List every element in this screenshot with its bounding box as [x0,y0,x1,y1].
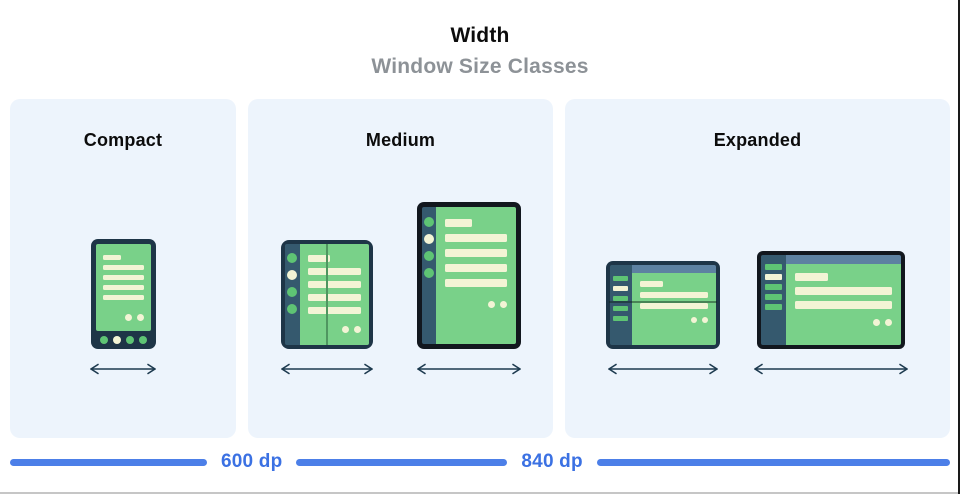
panel-expanded: Expanded [565,99,950,438]
device-column [751,251,911,376]
panel-expanded-devices [565,251,950,376]
nav-rail [284,244,300,345]
content-dots [445,301,507,308]
content-bar [444,279,507,287]
content-dots [795,319,892,326]
desktop-display-device-icon [756,251,905,349]
device-column [414,202,524,376]
nav-rail [760,255,786,345]
breakpoint-840dp-label: 840 dp [521,451,583,472]
page-subtitle: Window Size Classes [371,55,589,78]
content-bar [444,264,507,272]
panel-medium: Medium [248,99,553,438]
content-bar [307,281,361,288]
content-bar [444,249,507,257]
app-top-bar [785,255,901,264]
content-bar [307,255,330,262]
device-screen [299,244,369,345]
ruler-segment [596,458,950,466]
content-bar [102,265,144,270]
screen-content [631,273,716,345]
content-bar [794,287,892,295]
phone-device-icon [90,239,156,349]
content-dots [103,314,144,321]
content-bar [639,292,708,298]
ruler-segment [10,458,207,466]
panel-compact-label: Compact [83,130,163,150]
content-bar [102,255,121,260]
panel-compact-devices [10,239,236,376]
diagram-header: Width Window Size Classes [0,0,960,79]
tablet-landscape-foldable-device-icon [605,261,720,349]
fold-line [325,244,328,345]
app-top-bar [631,265,716,273]
nav-rail [609,265,632,345]
panel-compact: Compact [10,99,236,438]
width-arrow-icon [753,363,908,375]
device-column [278,240,376,376]
content-bar [307,307,361,314]
device-screen [435,207,516,344]
phone-nav-bar [96,331,151,349]
breakpoint-ruler: 600 dp 840 dp [10,451,950,473]
width-arrow-icon [280,363,373,375]
phone-screen [95,244,151,331]
content-bar [102,285,144,290]
content-bar [102,275,144,280]
content-bar [307,268,361,275]
content-bar [639,303,708,309]
device-column [605,261,721,376]
window-right-edge [958,0,960,494]
width-arrow-icon [416,363,521,375]
breakpoint-600dp-label: 600 dp [221,451,283,472]
page-title: Width [450,24,510,47]
window-bottom-edge [0,492,960,494]
foldable-device-icon [280,240,373,349]
nav-rail [421,207,436,344]
content-bar [444,234,507,242]
content-bar [794,273,829,281]
device-screen [785,255,901,345]
content-dots [308,326,361,333]
fold-line [608,301,717,304]
panel-medium-label: Medium [365,130,436,150]
content-bar [639,281,663,287]
panel-expanded-label: Expanded [713,130,802,150]
width-arrow-icon [607,363,718,375]
content-bar [307,294,361,301]
tablet-portrait-device-icon [416,202,521,349]
device-column [87,239,159,376]
content-bar [444,219,473,227]
ruler-segment [296,458,508,466]
width-arrow-icon [90,363,156,375]
device-screen [631,265,716,345]
panel-medium-devices [248,202,553,376]
content-dots [640,317,708,323]
content-bar [102,295,144,300]
screen-content [785,264,901,345]
content-bar [794,301,892,309]
size-class-panels: Compact [10,99,950,438]
